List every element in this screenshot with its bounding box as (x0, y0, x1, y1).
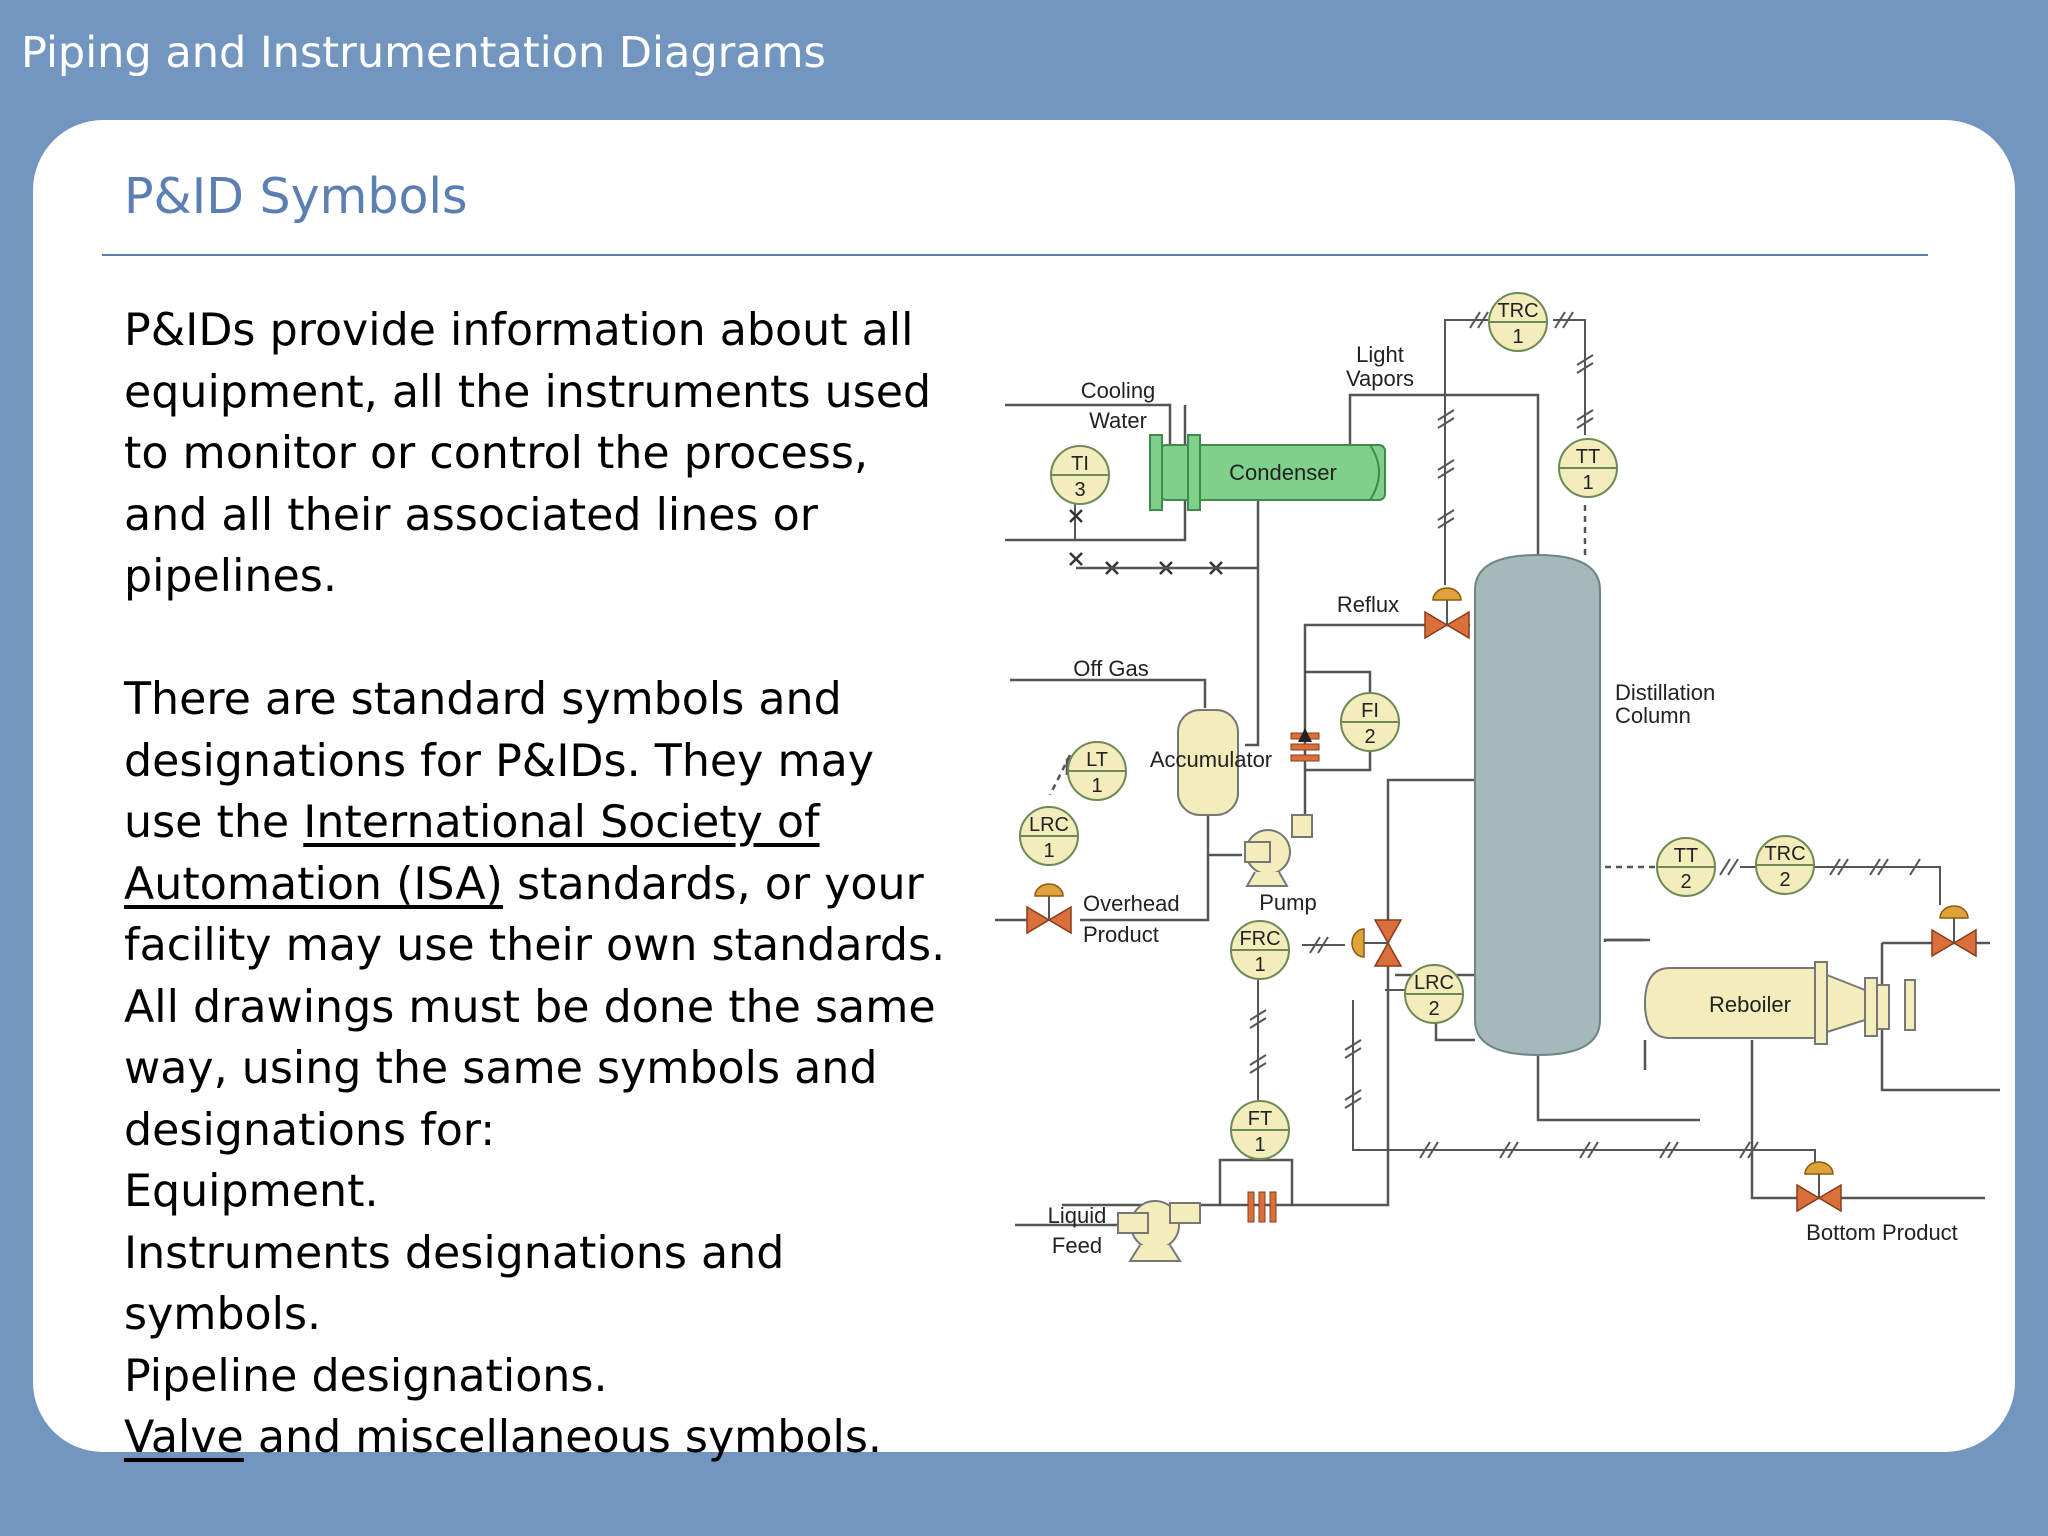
ti3-tag: TI (1071, 453, 1089, 475)
ti3-number: 3 (1074, 479, 1085, 501)
tt2-tag: TT (1674, 845, 1698, 867)
accumulator: Accumulator (1150, 709, 1272, 816)
reflux-flow-arrow (1298, 728, 1312, 742)
pump-label: Pump (1259, 890, 1316, 915)
content-panel (33, 120, 2015, 1452)
lt1-number: 1 (1091, 775, 1102, 797)
instrument-fi2: FI 2 (1340, 692, 1400, 752)
body-text: P&IDs provide information about all equi… (124, 300, 964, 1469)
thermowell-marks (1069, 509, 1223, 575)
isa-link[interactable]: International Society of Automation (ISA… (124, 797, 820, 910)
trc1-tag: TRC (1497, 300, 1538, 322)
steam-control-valve (1931, 905, 1977, 958)
column-label-line2: Column (1615, 703, 1691, 728)
signal-hatch-marks (1249, 311, 1921, 1159)
overhead-product-label-line1: Overhead (1083, 891, 1180, 916)
bottoms-control-valve (1796, 1161, 1842, 1213)
bottom-product-label: Bottom Product (1806, 1220, 1958, 1245)
slide-title: P&ID Symbols (124, 168, 468, 225)
condenser-label: Condenser (1229, 460, 1337, 485)
instrument-lt1: LT 1 (1067, 741, 1127, 801)
slide-header: Piping and Instrumentation Diagrams (0, 0, 2048, 120)
list-item: Pipeline designations. (124, 1350, 608, 1402)
list-item-rest: and miscellaneous symbols. (243, 1412, 882, 1463)
instrument-lrc2: LRC 2 (1404, 964, 1464, 1024)
light-vapors-label-line1: Light (1356, 342, 1404, 367)
instrument-tt1: TT 1 (1558, 438, 1618, 498)
lrc1-tag: LRC (1029, 814, 1069, 836)
light-vapors-label-line2: Vapors (1346, 366, 1414, 391)
ft1-number: 1 (1254, 1134, 1265, 1156)
lrc2-number: 2 (1428, 998, 1439, 1020)
instrument-tt2: TT 2 (1656, 837, 1716, 897)
cooling-water-label-line2: Water (1089, 408, 1147, 433)
paragraph-intro: P&IDs provide information about all equi… (124, 305, 932, 602)
instrument-frc1: FRC 1 (1230, 920, 1290, 980)
overhead-control-valve (1026, 883, 1072, 935)
off-gas-label: Off Gas (1073, 656, 1148, 681)
overhead-product-label-line2: Product (1083, 922, 1159, 947)
valve-link[interactable]: Valve (124, 1412, 244, 1463)
feed-pump (1117, 1200, 1201, 1262)
pid-diagram: Condenser Accumulator Pump Distillation … (995, 292, 2000, 1262)
tt1-tag: TT (1576, 446, 1600, 468)
reflux-control-valve (1424, 587, 1470, 640)
instrument-ft1: FT 1 (1230, 1100, 1290, 1160)
column-label-line1: Distillation (1615, 680, 1715, 705)
lrc2-tag: LRC (1414, 972, 1454, 994)
accumulator-label: Accumulator (1150, 747, 1272, 772)
instrument-ti3: TI 3 (1050, 445, 1110, 505)
reflux-label: Reflux (1337, 592, 1399, 617)
trc2-tag: TRC (1764, 843, 1805, 865)
frc1-number: 1 (1254, 954, 1265, 976)
feed-control-valve (1351, 919, 1403, 967)
reboiler: Reboiler (1643, 961, 1916, 1045)
pump: Pump (1244, 814, 1317, 915)
orifice-plate-feed (1247, 1191, 1277, 1223)
lt1-tag: LT (1086, 749, 1108, 771)
instrument-trc2: TRC 2 (1755, 835, 1815, 895)
fi2-tag: FI (1361, 700, 1379, 722)
instrument-trc1: TRC 1 (1488, 292, 1548, 352)
lrc1-number: 1 (1043, 840, 1054, 862)
trc2-number: 2 (1779, 869, 1790, 891)
paragraph-standards-end: standards, or your facility may use thei… (124, 858, 946, 1156)
fi2-number: 2 (1364, 726, 1375, 748)
distillation-column: Distillation Column (1474, 553, 1715, 1057)
title-divider (102, 254, 1928, 256)
stream-labels: Cooling Water Light Vapors Reflux Off Ga… (1048, 342, 1958, 1258)
reboiler-label: Reboiler (1709, 992, 1791, 1017)
tt1-number: 1 (1582, 472, 1593, 494)
ft1-tag: FT (1248, 1108, 1272, 1130)
cooling-water-label-line1: Cooling (1081, 378, 1156, 403)
liquid-feed-label-line1: Liquid (1048, 1203, 1107, 1228)
condenser: Condenser (1149, 434, 1386, 511)
list-item: Equipment. (124, 1166, 379, 1217)
frc1-tag: FRC (1239, 928, 1280, 950)
list-item: Instruments designations and symbols. (124, 1227, 785, 1341)
paragraph-standards-start: There are standard symbols and designati… (124, 674, 874, 848)
list-item: Valve and miscellaneous symbols. (124, 1407, 964, 1469)
paragraph-standards: There are standard symbols and designati… (124, 669, 964, 1161)
instrument-lrc1: LRC 1 (1019, 806, 1079, 866)
trc1-number: 1 (1512, 326, 1523, 348)
liquid-feed-label-line2: Feed (1052, 1233, 1102, 1258)
header-title: Piping and Instrumentation Diagrams (21, 28, 826, 78)
tt2-number: 2 (1680, 871, 1691, 893)
